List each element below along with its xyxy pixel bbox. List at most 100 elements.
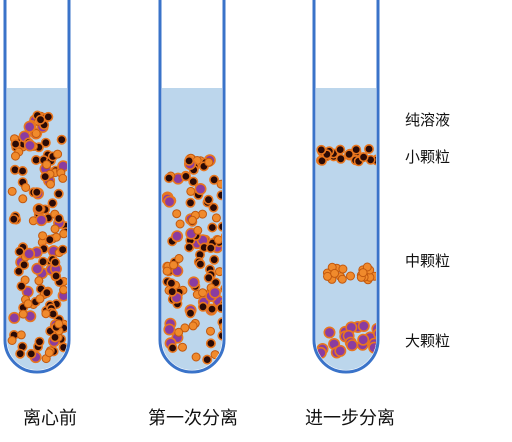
small-particle: [16, 281, 27, 292]
small-particle: [34, 336, 45, 347]
small-particle: [164, 173, 175, 184]
tube-first-separation: [158, 0, 236, 374]
small-particle: [220, 231, 222, 242]
medium-particle: [59, 229, 67, 239]
small-particle: [363, 144, 374, 155]
medium-particle: [187, 215, 197, 225]
medium-particle: [180, 323, 190, 333]
large-particle: [357, 333, 370, 346]
medium-particle: [35, 294, 45, 304]
small-particle: [184, 155, 195, 166]
tube-further-separation: [312, 0, 380, 374]
large-particle: [373, 327, 376, 340]
label-pure-solution: 纯溶液: [405, 111, 451, 129]
small-particle: [203, 194, 214, 205]
small-particle: [40, 171, 51, 182]
small-particle: [49, 332, 60, 343]
medium-particle: [23, 299, 33, 309]
medium-particle: [225, 223, 233, 231]
medium-particle: [58, 173, 67, 183]
large-particle: [23, 120, 36, 133]
small-particle: [167, 286, 178, 297]
large-particle: [194, 183, 207, 196]
particles-tube-1: [7, 110, 67, 364]
medium-particle: [21, 183, 31, 192]
small-particle: [31, 187, 42, 198]
large-particle: [208, 286, 221, 299]
medium-particle: [178, 342, 187, 352]
large-particle: [8, 311, 21, 324]
small-particle: [180, 171, 191, 182]
small-particle: [217, 330, 222, 341]
large-particle: [323, 326, 336, 339]
small-particle: [228, 222, 236, 230]
medium-particle: [59, 285, 67, 295]
small-particle: [203, 272, 214, 283]
small-particle: [166, 278, 177, 289]
small-particle: [44, 234, 55, 245]
medium-particle: [186, 186, 196, 196]
small-particle: [8, 214, 19, 225]
large-particle: [346, 339, 359, 352]
medium-particle: [175, 219, 185, 229]
medium-particle: [38, 231, 48, 241]
label-medium-particles: 中颗粒: [405, 252, 451, 270]
medium-particle: [7, 186, 17, 196]
small-particle: [205, 338, 216, 349]
small-particle: [17, 166, 28, 177]
small-particle: [53, 213, 64, 224]
small-particle: [207, 304, 218, 315]
small-particle: [41, 287, 52, 298]
small-particle: [26, 348, 37, 359]
small-particle: [358, 152, 369, 163]
large-particle: [357, 319, 370, 332]
small-particle: [14, 246, 25, 257]
small-particle: [33, 203, 44, 214]
medium-particle: [226, 257, 234, 265]
small-particle: [185, 308, 196, 319]
small-particle: [216, 302, 222, 313]
small-particle: [13, 266, 24, 277]
small-particle: [57, 244, 67, 255]
medium-particle: [191, 352, 201, 362]
small-particle: [37, 256, 48, 267]
small-particle: [316, 144, 327, 155]
medium-particle: [18, 194, 28, 204]
large-particle: [23, 247, 36, 260]
medium-particle: [346, 271, 355, 281]
small-particle: [47, 198, 58, 209]
large-particle: [31, 262, 44, 275]
caption-further-separation: 进一步分离: [305, 408, 395, 429]
tube-before-centrifuge: [3, 0, 71, 374]
medium-particle: [44, 348, 54, 358]
small-particle: [344, 149, 355, 160]
small-particle: [198, 301, 209, 312]
medium-particle: [16, 330, 26, 340]
medium-particle: [174, 327, 184, 337]
particles-tube-2: [162, 153, 236, 365]
medium-particle: [358, 268, 368, 278]
small-particle: [205, 243, 216, 254]
caption-first-separation: 第一次分离: [148, 408, 238, 429]
small-particle: [51, 270, 62, 281]
medium-particle: [7, 336, 17, 345]
medium-particle: [18, 309, 28, 319]
small-particle: [209, 174, 220, 185]
medium-particle: [11, 151, 20, 161]
small-particle: [335, 144, 346, 155]
large-particle: [187, 276, 200, 289]
small-particle: [335, 153, 346, 164]
medium-particle: [172, 209, 182, 219]
medium-particle: [193, 225, 203, 235]
large-particle: [334, 344, 347, 357]
medium-particle: [204, 157, 214, 167]
small-particle: [217, 221, 222, 232]
medium-particle: [53, 149, 63, 159]
tube-outline-3: [312, 0, 380, 374]
medium-particle: [215, 267, 222, 277]
medium-particle: [169, 260, 179, 270]
large-particle: [163, 195, 176, 208]
small-particle: [220, 283, 222, 294]
medium-particle: [337, 274, 347, 284]
